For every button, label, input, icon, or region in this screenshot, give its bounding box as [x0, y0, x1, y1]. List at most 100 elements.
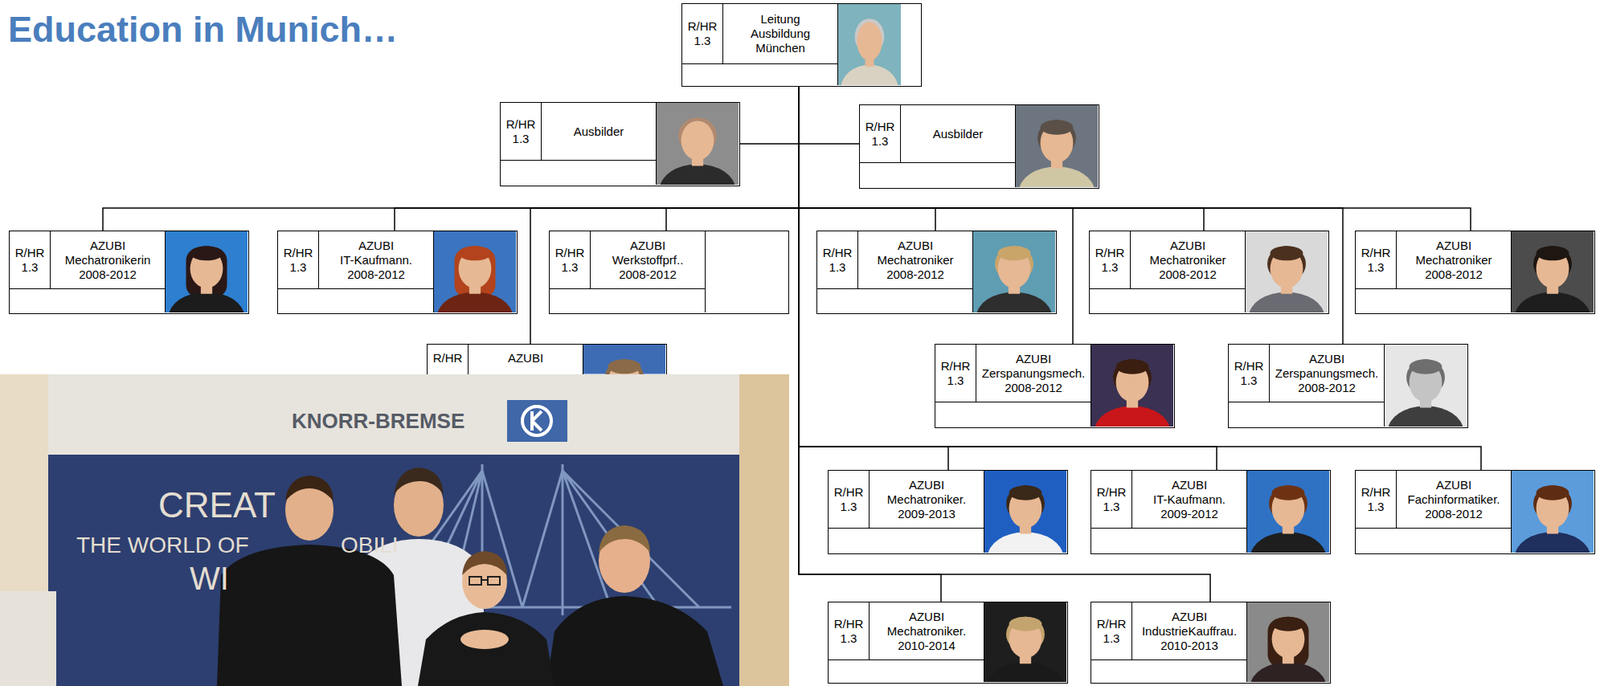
- portrait-photo: [1387, 406, 1464, 428]
- org-code-cell: R/HR: [427, 344, 469, 375]
- people: [546, 596, 724, 686]
- photo-cell: [972, 231, 1056, 313]
- position-title-cell: AZUBI Mechatroniker 2008-2012: [1130, 231, 1245, 290]
- people: [469, 576, 482, 586]
- position-title-cell: AZUBI Mechatronikerin 2008-2012: [50, 231, 165, 290]
- photo-cell: [983, 470, 1067, 553]
- booth-photo: [0, 591, 57, 686]
- portrait-photo: [1250, 532, 1326, 554]
- org-code: R/HR 1.3: [549, 245, 590, 275]
- photo-text: CREAT: [158, 487, 276, 524]
- org-box: R/HR 1.3AZUBI Fachinformatiker. 2008-201…: [1354, 470, 1596, 555]
- people: [285, 475, 334, 502]
- position-title: Ausbilder: [541, 124, 656, 140]
- position-title-cell: AZUBI Mechatroniker. 2009-2013: [869, 470, 984, 529]
- company-logo: [531, 411, 542, 431]
- org-code: R/HR 1.3: [1091, 617, 1132, 647]
- portrait-photo: [984, 602, 1067, 683]
- photo-cell: [164, 231, 248, 313]
- org-code: R/HR 1.3: [1355, 485, 1396, 515]
- photo-cell: [1090, 344, 1174, 427]
- portrait-photo: [998, 245, 1032, 261]
- people: [469, 576, 500, 586]
- org-code: R/HR 1.3: [500, 117, 541, 147]
- portrait-photo: [656, 102, 739, 185]
- org-code: R/HR 1.3: [828, 485, 869, 515]
- org-box: R/HR 1.3AZUBI Werkstoffprf.. 2008-2012: [548, 230, 790, 315]
- position-title-cell: Ausbilder: [541, 102, 656, 161]
- portrait-photo: [1018, 167, 1095, 189]
- position-title: Leitung Ausbildung München: [723, 12, 838, 56]
- portrait-photo: [165, 231, 248, 313]
- org-code-cell: R/HR 1.3: [1091, 602, 1133, 661]
- position-title-cell: AZUBI IT-Kaufmann. 2008-2012: [319, 231, 434, 290]
- org-code: R/HR 1.3: [828, 617, 869, 647]
- portrait-photo: [1015, 105, 1098, 188]
- people: [460, 630, 509, 650]
- portrait-photo: [168, 292, 245, 313]
- photo-cell: [1383, 344, 1467, 427]
- portrait-photo: [1094, 406, 1171, 428]
- position-title-cell: AZUBI Mechatroniker. 2010-2014: [869, 602, 984, 661]
- org-code-cell: R/HR 1.3: [1091, 470, 1133, 529]
- portrait-photo: [1270, 245, 1304, 261]
- portrait-photo: [583, 344, 666, 375]
- photo-cell: [1510, 231, 1594, 313]
- org-box: R/HR 1.3AZUBI Zerspanungsmech. 2008-2012: [1227, 343, 1469, 429]
- org-code-cell: R/HR 1.3: [859, 105, 901, 164]
- position-title: AZUBI IT-Kaufmann. 2008-2012: [319, 238, 434, 283]
- org-connector: [740, 86, 799, 144]
- org-code: R/HR 1.3: [1091, 485, 1132, 515]
- position-title: AZUBI Fachinformatiker. 2008-2012: [1396, 478, 1511, 522]
- org-box: R/HR 1.3AZUBI Mechatroniker 2008-2012: [1088, 230, 1330, 315]
- people: [216, 467, 724, 686]
- people: [462, 551, 508, 576]
- org-code: R/HR 1.3: [817, 245, 858, 275]
- photo-cell: [1510, 470, 1594, 553]
- photo-text: KNORR-BREMSE: [291, 410, 465, 432]
- portrait-photo: [1511, 231, 1594, 313]
- org-connector: [102, 86, 799, 231]
- position-title: AZUBI IT-Kaufmann. 2009-2012: [1132, 478, 1247, 522]
- portrait-photo: [1511, 470, 1594, 553]
- booth-photo: [48, 374, 740, 455]
- org-code-cell: R/HR 1.3: [828, 602, 870, 661]
- portrait-photo: [987, 662, 1064, 683]
- org-code-cell: R/HR 1.3: [935, 344, 977, 403]
- org-connector: [798, 86, 1471, 231]
- position-title: AZUBI Zerspanungsmech. 2008-2012: [976, 351, 1091, 396]
- position-title: AZUBI Mechatroniker 2008-2012: [858, 238, 973, 283]
- people: [216, 544, 402, 686]
- portrait-photo: [984, 470, 1067, 553]
- photo-cell: [837, 4, 901, 86]
- company-logo: [507, 400, 568, 442]
- portrait-photo: [856, 21, 882, 61]
- people: [598, 525, 651, 553]
- photo-text: THE WORLD OF: [76, 534, 250, 557]
- org-code-cell: R/HR 1.3: [682, 4, 724, 65]
- portrait-photo: [608, 359, 642, 374]
- org-box: R/HR 1.3Ausbilder: [859, 104, 1100, 189]
- portrait-photo: [1514, 532, 1591, 554]
- position-title-cell: AZUBI Mechatroniker 2008-2012: [1396, 231, 1511, 290]
- photo-cell: [655, 102, 739, 185]
- photo-text: OBILI: [340, 534, 399, 557]
- people: [487, 576, 500, 586]
- portrait-photo: [458, 245, 492, 261]
- bridge-graphic: [561, 464, 565, 616]
- portrait-photo: [1040, 119, 1074, 135]
- portrait-photo: [1116, 359, 1150, 374]
- org-code: R/HR 1.3: [859, 119, 901, 149]
- org-box: R/HR 1.3AZUBI Mechatroniker. 2010-2014: [827, 601, 1069, 684]
- position-title: AZUBI Mechatroniker 2008-2012: [1396, 238, 1511, 283]
- portrait-photo: [1514, 292, 1591, 313]
- org-code: R/HR 1.3: [935, 359, 976, 389]
- position-title-cell: AZUBI Zerspanungsmech. 2008-2012: [976, 344, 1091, 403]
- portrait-photo: [973, 231, 1056, 313]
- position-title-cell: AZUBI Zerspanungsmech. 2008-2012: [1269, 344, 1384, 403]
- org-code-cell: R/HR 1.3: [278, 231, 320, 290]
- portrait-photo: [1248, 292, 1325, 313]
- portrait-photo: [1245, 231, 1328, 313]
- portrait-photo: [433, 231, 516, 313]
- position-title-cell: AZUBI Fachinformatiker. 2008-2012: [1396, 470, 1511, 529]
